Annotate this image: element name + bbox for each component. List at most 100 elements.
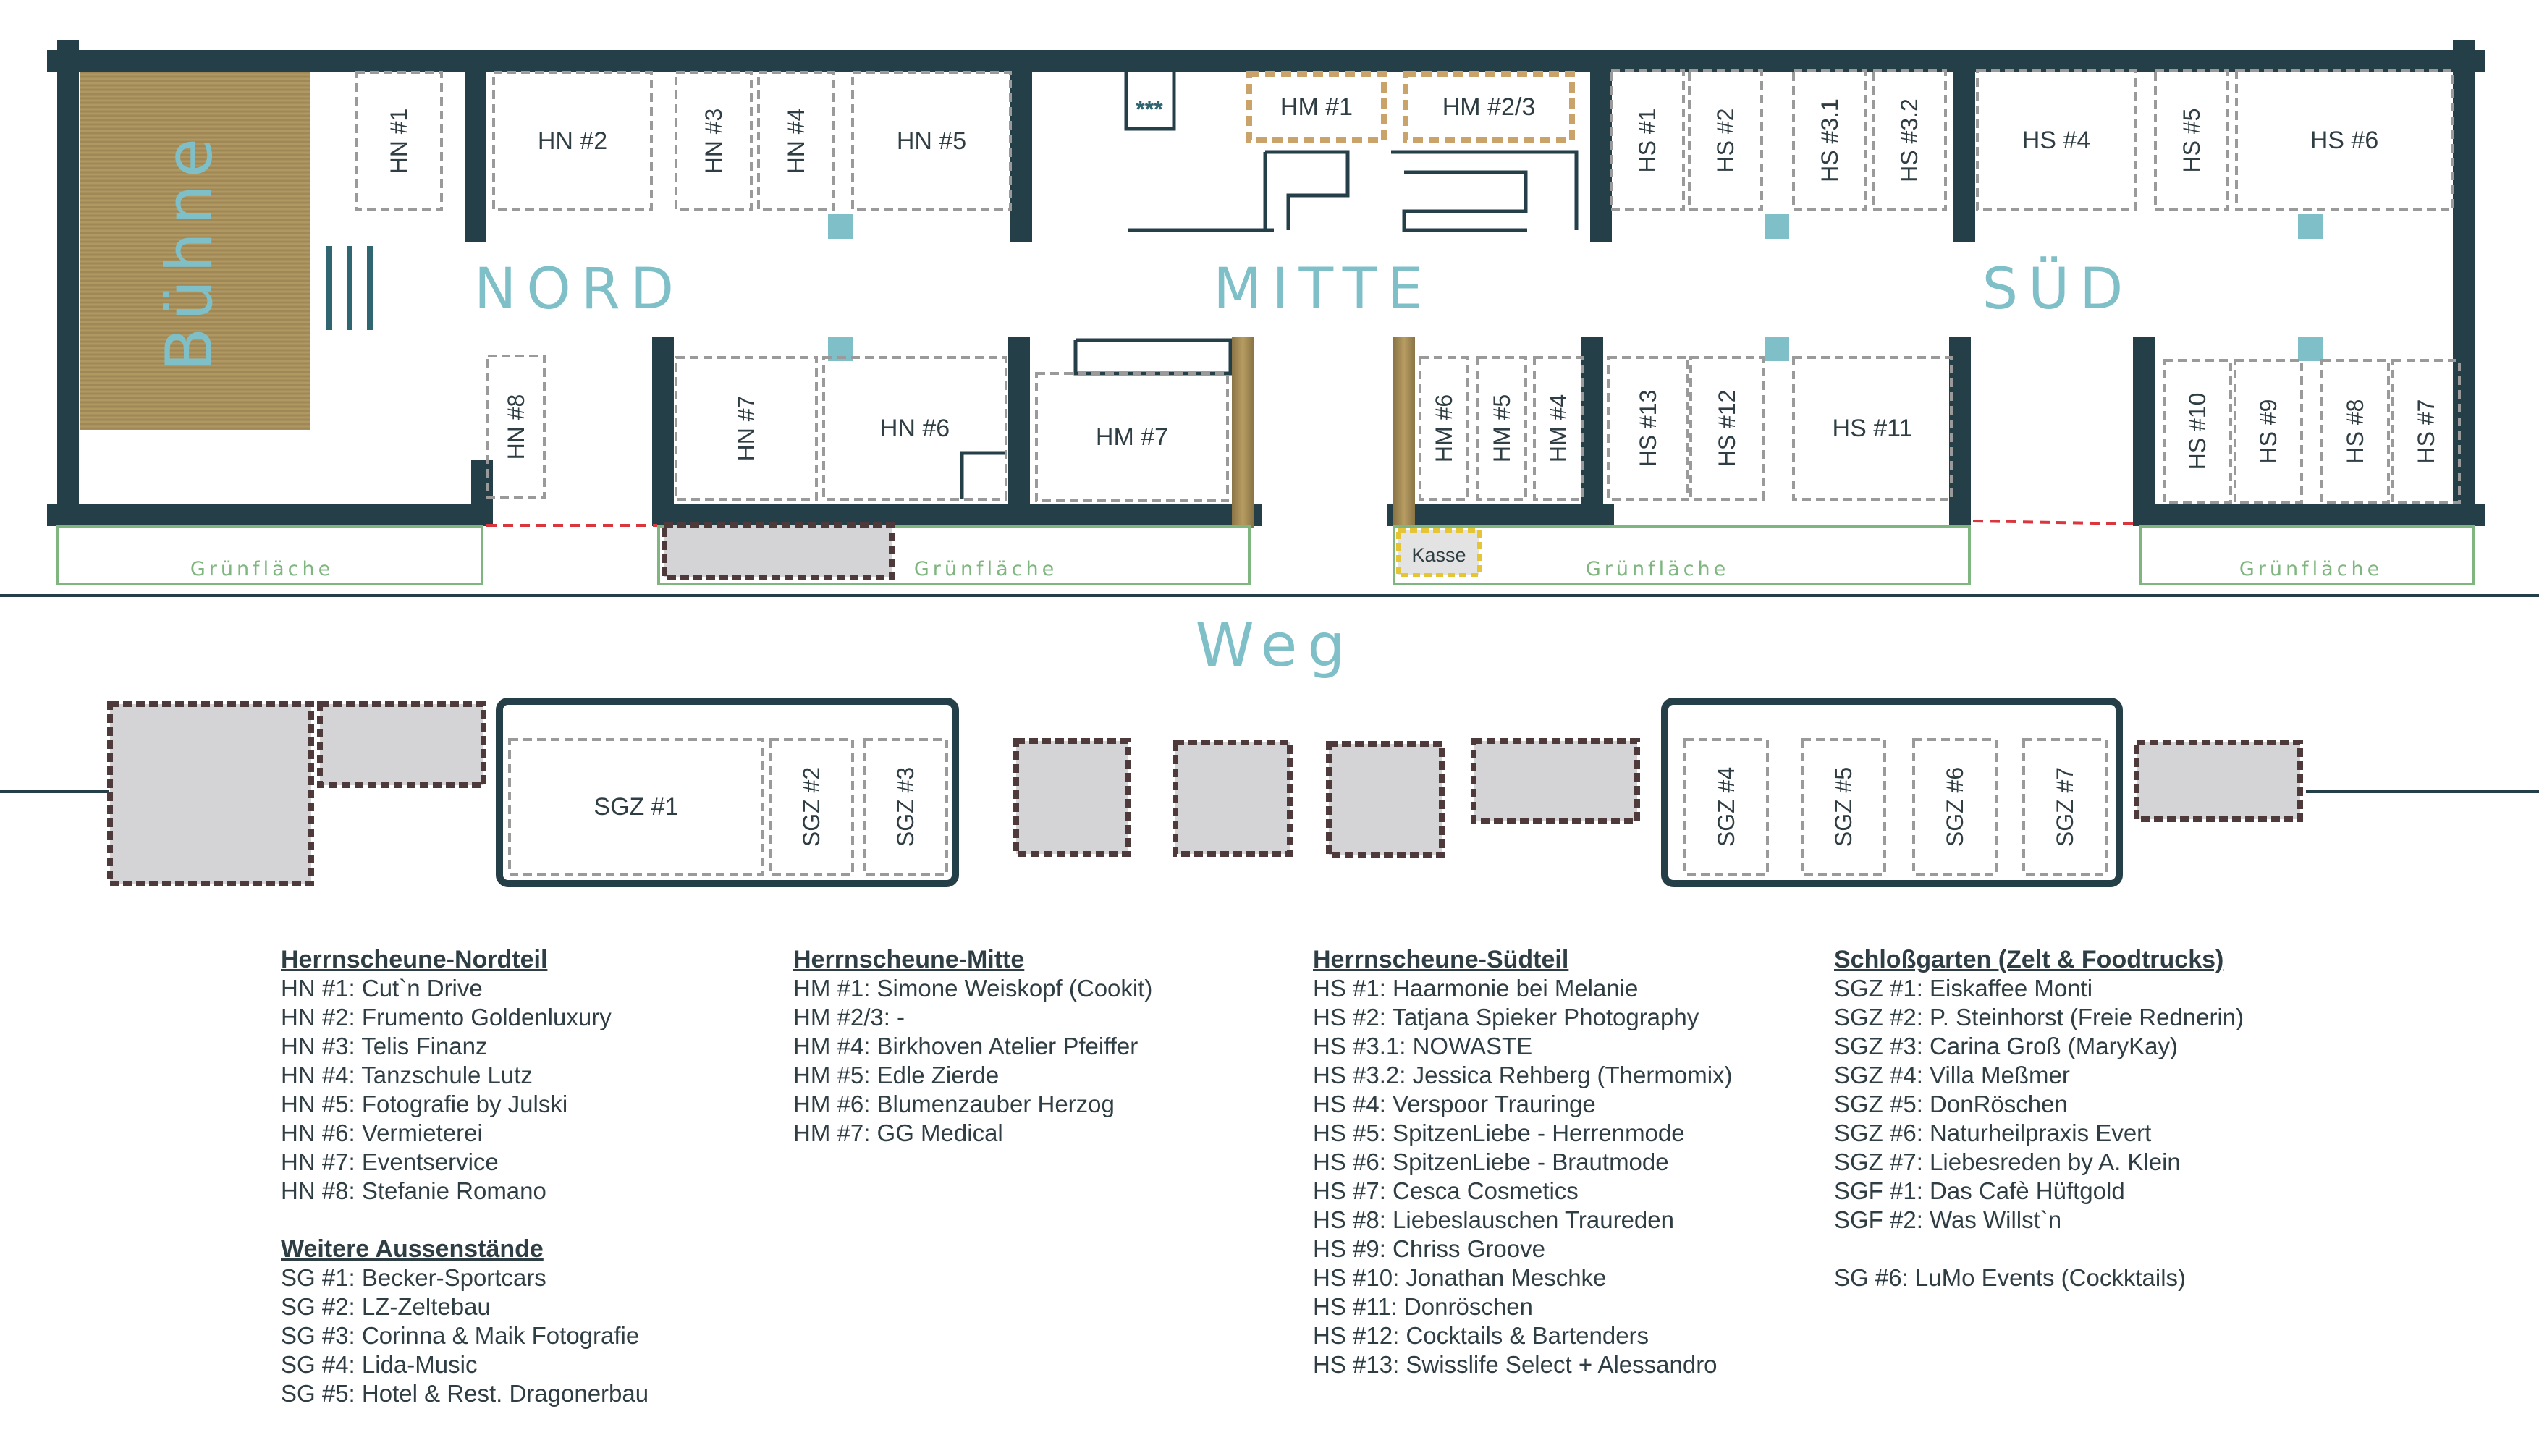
booth-hn8 [486, 355, 546, 499]
booth-outlines [355, 69, 2461, 504]
legend-sued-title: Herrnscheune-Südteil [1313, 946, 1569, 973]
booth-hs8 [2320, 359, 2390, 504]
legend-sued-item: HS #7: Cesca Cosmetics [1313, 1177, 1579, 1204]
booth-label-hs6: HS #6 [2310, 127, 2379, 154]
legend-weitere-item: SG #3: Corinna & Maik Fotografie [281, 1322, 640, 1349]
legend-mitte-item: HM #5: Edle Zierde [793, 1062, 1000, 1088]
booth-hm5 [1476, 356, 1527, 501]
legend-weitere-item: SG #1: Becker-Sportcars [281, 1264, 546, 1291]
legend-sued-item: HS #3.1: NOWASTE [1313, 1033, 1533, 1059]
stage-stairs [326, 246, 373, 330]
legend-sued-item: HS #12: Cocktails & Bartenders [1313, 1322, 1649, 1349]
legend-mitte-item: HM #6: Blumenzauber Herzog [793, 1091, 1115, 1117]
booth-hm6 [1419, 356, 1469, 501]
legend-sued-item: HS #11: Donröschen [1313, 1293, 1533, 1320]
booth-hs11 [1792, 356, 1953, 501]
booth-label-hs10: HS #10 [2184, 393, 2210, 470]
legend-weitere-item: SG #5: Hotel & Rest. Dragonerbau [281, 1380, 649, 1407]
path-label: Weg [1196, 611, 1356, 680]
garden-stands [107, 701, 2303, 886]
legend-sued-item: HS #5: SpitzenLiebe - Herrenmode [1313, 1119, 1685, 1146]
green-areas [56, 525, 2475, 585]
booth-hs6 [2235, 69, 2454, 211]
booth-label-hn6: HN #6 [880, 415, 950, 442]
booth-label-hs9: HS #9 [2255, 399, 2281, 464]
stage [80, 72, 310, 430]
legend-sued-item: HS #3.2: Jessica Rehberg (Thermomix) [1313, 1062, 1733, 1088]
booth-hn2 [492, 71, 653, 211]
mitte-counter-structure [960, 72, 1579, 499]
hm-special-booths [1246, 71, 1575, 143]
legend-nord-item: HN #6: Vermieterei [281, 1119, 483, 1146]
legend-weitere-item: SG #4: Lida-Music [281, 1351, 478, 1378]
booth-hn3 [675, 71, 753, 211]
legend-col-4: Schloßgarten (Zelt & Foodtrucks) SGZ #1:… [1834, 945, 2341, 1292]
booth-label-sgz3: SGZ #3 [892, 767, 918, 847]
green-label-4: Grünfläche [2239, 558, 2383, 580]
legend-sued-item: HS #6: SpitzenLiebe - Brautmode [1313, 1148, 1669, 1175]
legend-schloss-item: SGF #1: Das Cafè Hüftgold [1834, 1177, 2125, 1204]
legend-sued-item: HS #2: Tatjana Spieker Photography [1313, 1004, 1699, 1030]
booth-hs10 [2163, 359, 2232, 504]
booth-label-hn5: HN #5 [897, 127, 966, 155]
booth-label-hs31: HS #3.1 [1817, 98, 1843, 182]
legend-sued-item: HS #9: Chriss Groove [1313, 1235, 1545, 1262]
tent-sg1 [662, 522, 895, 580]
booth-hn7 [675, 356, 818, 501]
legend-schloss-item: SGZ #7: Liebesreden by A. Klein [1834, 1148, 2181, 1175]
legend-nord-item: HN #5: Fotografie by Julski [281, 1091, 568, 1117]
booth-label-hn2: HN #2 [538, 127, 607, 155]
booth-hm7 [1035, 372, 1229, 502]
door-bar-left [1232, 337, 1254, 528]
legend-nord-item: HN #2: Frumento Goldenluxury [281, 1004, 612, 1030]
booth-label-sgz4: SGZ #4 [1713, 767, 1739, 847]
legend-nord-item: HN #4: Tanzschule Lutz [281, 1062, 533, 1088]
legend-schloss-title: Schloßgarten (Zelt & Foodtrucks) [1834, 946, 2224, 973]
legend-schloss-item: SGF #2: Was Willst`n [1834, 1206, 2062, 1233]
legend-sued-item: HS #10: Jonathan Meschke [1313, 1264, 1607, 1291]
legend-nord-item: HN #1: Cut`n Drive [281, 975, 483, 1002]
legend-mitte-item: HM #1: Simone Weiskopf (Cookit) [793, 975, 1153, 1002]
green-label-2: Grünfläche [914, 558, 1057, 580]
booth-label-hs1: HS #1 [1634, 109, 1660, 173]
booth-label-hm4: HM #4 [1545, 394, 1571, 462]
booth-hn1 [355, 71, 443, 211]
garden-tent-booths [508, 738, 2108, 876]
booth-hs32 [1872, 69, 1947, 211]
booth-hs31 [1792, 69, 1867, 211]
booth-label-hs12: HS #12 [1714, 390, 1740, 467]
legend-schloss-item: SGZ #5: DonRöschen [1834, 1091, 2068, 1117]
booth-label-hs11: HS #11 [1833, 415, 1913, 442]
garden-tent-frames [496, 698, 2123, 887]
zone-title-nord: NORD [474, 257, 684, 322]
booth-hn6 [822, 356, 1007, 501]
kasse-box [1396, 528, 1482, 577]
legend-nord-title: Herrnscheune-Nordteil [281, 946, 548, 973]
booth-hn5 [851, 71, 1012, 211]
booth-hm4 [1533, 356, 1584, 501]
legend-sued-item: HS #4: Verspoor Trauringe [1313, 1091, 1596, 1117]
legend-nord-item: HN #3: Telis Finanz [281, 1033, 488, 1059]
booth-label-hm5: HM #5 [1489, 394, 1515, 462]
booth-hs2 [1688, 69, 1763, 211]
booth-label-hs8: HS #8 [2342, 399, 2368, 464]
legend-schloss-item: SGZ #6: Naturheilpraxis Evert [1834, 1119, 2152, 1146]
kasse-label: Kasse [1411, 544, 1466, 566]
booth-hs1 [1610, 69, 1685, 211]
booth-label-hs2: HS #2 [1712, 109, 1739, 173]
legend-col-1: Herrnscheune-Nordteil HN #1: Cut`n Drive… [281, 945, 787, 1408]
legend-mitte-item: HM #4: Birkhoven Atelier Pfeiffer [793, 1033, 1138, 1059]
stars-mark: *** [1136, 96, 1163, 122]
booth-label-hn7: HN #7 [733, 396, 759, 462]
booth-hs5 [2154, 69, 2229, 211]
legend-col-3: Herrnscheune-Südteil HS #1: Haarmonie be… [1313, 945, 1820, 1379]
zone-title-sued: SÜD [1982, 256, 2134, 322]
booth-label-hm6: HM #6 [1431, 394, 1457, 462]
legend-weitere-item: SG #2: LZ-Zeltebau [281, 1293, 491, 1320]
green-label-3: Grünfläche [1586, 558, 1729, 580]
booth-label-sgz7: SGZ #7 [2052, 767, 2078, 847]
